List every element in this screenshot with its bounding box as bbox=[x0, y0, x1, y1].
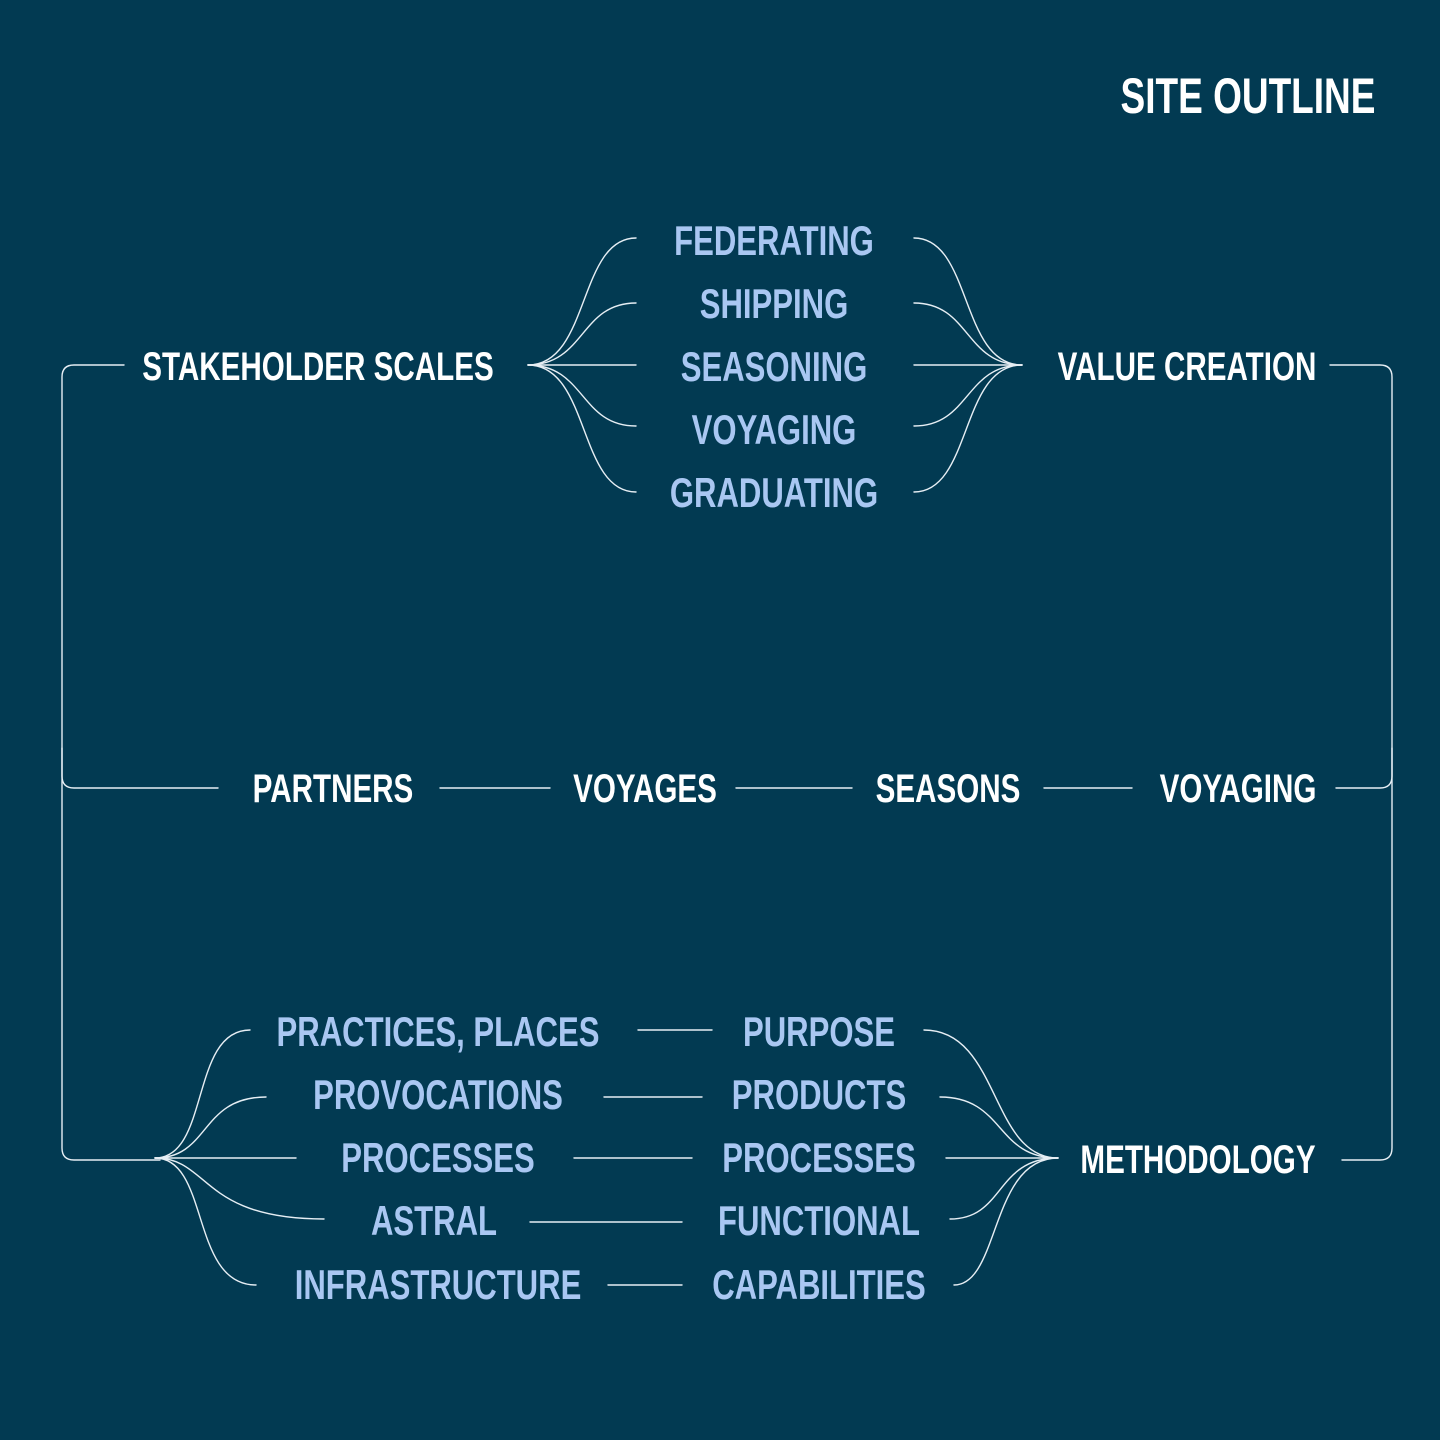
top-left-brace-5 bbox=[527, 364, 637, 493]
bottom-left-brace-1 bbox=[154, 1029, 251, 1159]
bottom-right-item-processes: PROCESSES bbox=[722, 1134, 916, 1181]
top-item-voyaging: VOYAGING bbox=[691, 406, 857, 453]
bottom-left-item-processes: PROCESSES bbox=[341, 1134, 535, 1181]
middle-node-voyaging: VOYAGING bbox=[1159, 767, 1317, 811]
middle-node-partners: PARTNERS bbox=[252, 767, 414, 811]
bottom-right-brace-5 bbox=[953, 1157, 1059, 1286]
middle-node-seasons: SEASONS bbox=[875, 767, 1021, 811]
top-right-brace-4 bbox=[913, 364, 1023, 427]
bottom-left-item-practices-places: PRACTICES, PLACES bbox=[276, 1008, 600, 1055]
bottom-right-item-capabilities: CAPABILITIES bbox=[712, 1261, 926, 1308]
bottom-left-brace-2 bbox=[154, 1096, 267, 1159]
top-left-brace-4 bbox=[527, 364, 637, 427]
top-item-federating: FEDERATING bbox=[674, 217, 874, 264]
top-item-seasoning: SEASONING bbox=[680, 343, 868, 390]
page-title: SITE OUTLINE bbox=[1120, 68, 1376, 124]
middle-node-voyages: VOYAGES bbox=[573, 767, 717, 811]
bottom-left-item-provocations: PROVOCATIONS bbox=[313, 1071, 563, 1118]
top-right-brace-5 bbox=[913, 364, 1023, 493]
stakeholder-scales-node: STAKEHOLDER SCALES bbox=[142, 345, 494, 389]
methodology-node: METHODOLOGY bbox=[1080, 1138, 1316, 1182]
top-left-brace-2 bbox=[527, 302, 637, 366]
bottom-right-item-purpose: PURPOSE bbox=[743, 1008, 895, 1055]
bottom-left-item-infrastructure: INFRASTRUCTURE bbox=[294, 1261, 582, 1308]
right-frame-middle-branch bbox=[1335, 747, 1393, 789]
bottom-right-brace-2 bbox=[939, 1096, 1059, 1159]
top-right-brace-2 bbox=[913, 302, 1023, 366]
top-item-graduating: GRADUATING bbox=[669, 469, 879, 516]
value-creation-node: VALUE CREATION bbox=[1057, 345, 1317, 389]
bottom-left-brace-4 bbox=[154, 1157, 325, 1220]
bottom-left-brace-5 bbox=[154, 1157, 257, 1286]
bottom-right-brace-1 bbox=[923, 1029, 1059, 1159]
bottom-left-item-astral: ASTRAL bbox=[370, 1197, 498, 1244]
left-frame-middle-branch bbox=[61, 747, 219, 789]
bottom-right-item-products: PRODUCTS bbox=[731, 1071, 907, 1118]
top-left-brace-1 bbox=[527, 237, 637, 366]
top-right-brace-1 bbox=[913, 237, 1023, 366]
bottom-right-item-functional: FUNCTIONAL bbox=[718, 1197, 920, 1244]
top-item-shipping: SHIPPING bbox=[699, 280, 849, 327]
bottom-right-brace-4 bbox=[949, 1157, 1059, 1220]
right-frame-line bbox=[1329, 364, 1393, 1161]
left-frame-line bbox=[61, 364, 161, 1161]
